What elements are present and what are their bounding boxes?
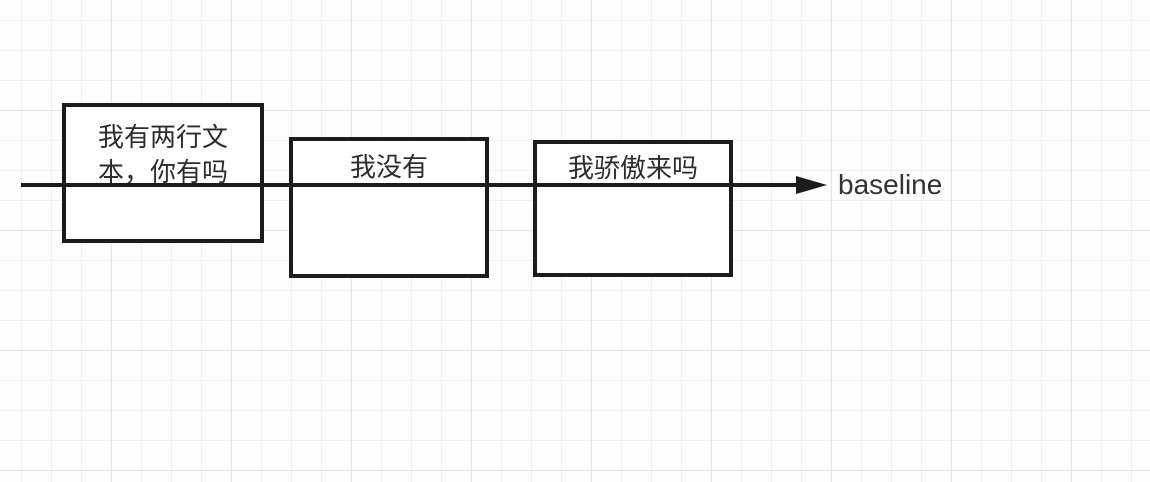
baseline-arrowhead-icon (796, 176, 827, 194)
rect-shape-text: 我没有 (349, 152, 428, 182)
rect-shape-text: 我骄傲来吗 (567, 153, 698, 183)
rect-shape-single-line-text: 我没有 (289, 137, 489, 278)
baseline-arrow-shaft (21, 183, 797, 187)
rect-shape-single-line-text-2: 我骄傲来吗 (533, 140, 733, 277)
rect-shape-text: 我有两行文本，你有吗 (97, 122, 228, 187)
rect-shape-two-line-text: 我有两行文本，你有吗 (62, 103, 264, 243)
baseline-label: baseline (838, 169, 943, 200)
